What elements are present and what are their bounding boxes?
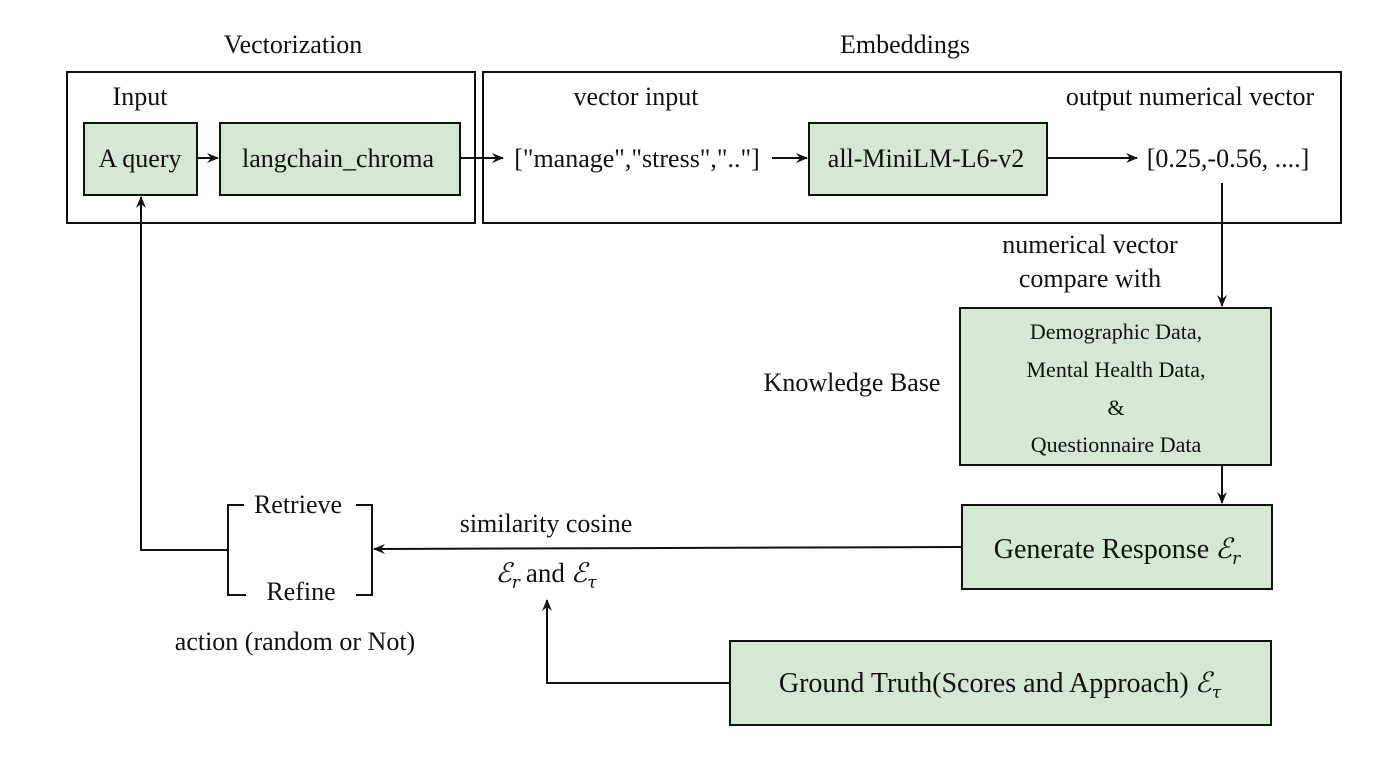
formula-sub-r: r	[512, 573, 521, 593]
kb-line-demographic: Demographic Data,	[1030, 319, 1202, 344]
knowledge-base-node	[959, 307, 1272, 466]
output-vector-label: output numerical vector	[1066, 82, 1315, 111]
generate-response-text: Generate Response	[994, 534, 1209, 565]
generate-response-node	[961, 504, 1273, 590]
refine-label: Refine	[266, 577, 335, 606]
knowledge-base-label: Knowledge Base	[764, 368, 941, 397]
action-label: action (random or Not)	[175, 627, 415, 656]
compare-label-line2: compare with	[1019, 264, 1161, 293]
section-title-embeddings: Embeddings	[840, 30, 970, 59]
kb-line-mental-health: Mental Health Data,	[1027, 357, 1206, 382]
formula-sub-tau: τ	[587, 573, 597, 593]
arrow-decision-to-query	[136, 196, 228, 551]
model-node	[808, 122, 1048, 196]
section-title-vectorization: Vectorization	[224, 30, 363, 59]
ground-truth-text: Ground Truth(Scores and Approach)	[779, 668, 1189, 699]
query-node-label: A query	[98, 144, 181, 173]
kb-line-ampersand: &	[1107, 395, 1124, 420]
similarity-label: similarity cosine	[460, 509, 633, 538]
query-node	[83, 122, 198, 196]
input-label: Input	[113, 82, 169, 111]
model-node-label: all-MiniLM-L6-v2	[828, 144, 1024, 173]
epsilon-tau-symbol: ℰ	[1195, 666, 1215, 699]
formula-and: and	[526, 558, 565, 588]
epsilon-r-symbol: ℰ	[1215, 532, 1235, 565]
formula-epsilon-tau: ℰ	[571, 558, 590, 589]
compare-label-line1: numerical vector	[1002, 230, 1178, 259]
retrieve-label: Retrieve	[254, 490, 342, 519]
langchain-node-label: langchain_chroma	[242, 144, 434, 173]
vector-output-text: [0.25,-0.56, ....]	[1147, 144, 1309, 173]
vector-input-label: vector input	[574, 82, 700, 111]
arrow-generate-to-decision	[373, 543, 963, 554]
formula-epsilon-r: ℰ	[495, 558, 514, 589]
ground-truth-label: Ground Truth(Scores and Approach)ℰτ	[779, 666, 1222, 703]
kb-line-questionnaire: Questionnaire Data	[1031, 432, 1202, 457]
arrow-ground-truth-to-formula	[542, 599, 730, 684]
tokens-text: ["manage","stress",".."]	[514, 144, 760, 173]
epsilon-r-subscript: r	[1232, 549, 1241, 569]
epsilon-tau-subscript: τ	[1212, 683, 1222, 703]
ground-truth-node	[729, 640, 1272, 726]
